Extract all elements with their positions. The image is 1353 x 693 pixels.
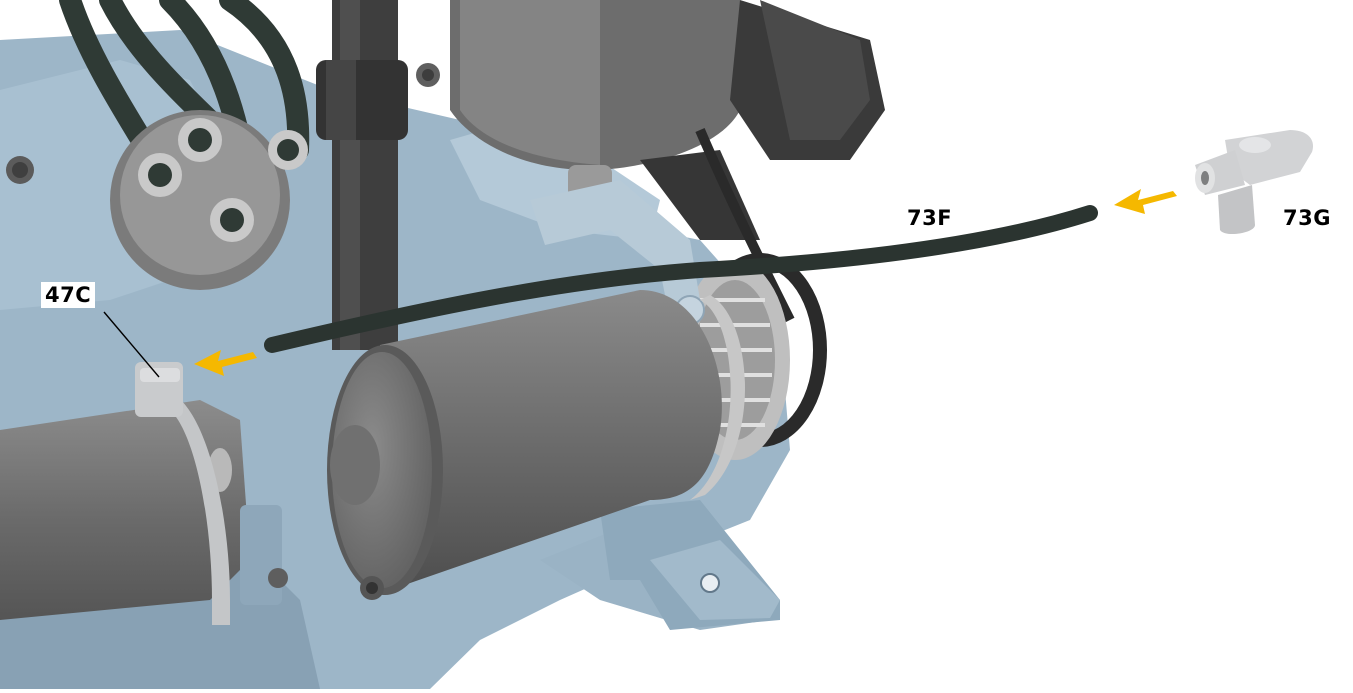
arrow-icon [194,350,257,376]
clip-47c [135,362,288,625]
tube-73f [264,205,1098,353]
top-canister [450,0,740,215]
callout-label-fitting: 73G [1283,206,1331,230]
fitting-73g [1195,130,1314,235]
round-connector [110,110,308,290]
arrow-icon [1114,189,1177,214]
vertical-pipe [316,0,408,350]
fan-blade [640,0,885,240]
motor [327,290,745,600]
callout-label-tube: 73F [907,206,953,230]
callout-label-clip: 47C [41,282,96,308]
leader-line-47c [103,311,160,378]
